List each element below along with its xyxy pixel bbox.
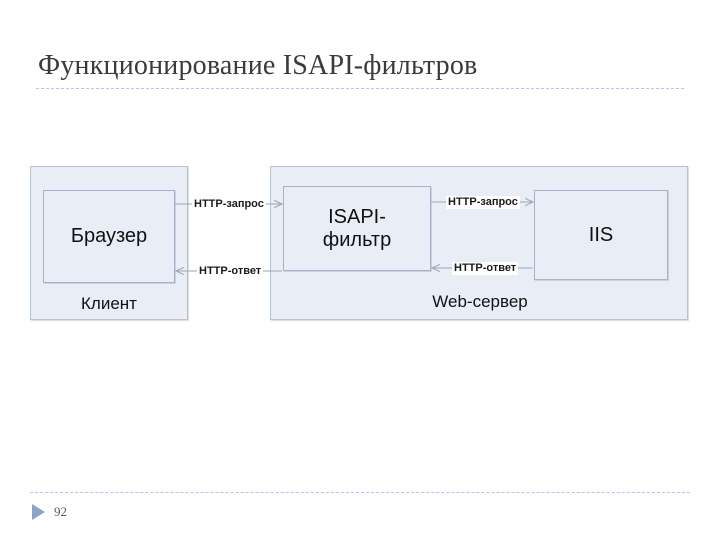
node-browser-label: Браузер: [70, 225, 148, 248]
group-web-server-label: Web-сервер: [432, 292, 528, 311]
footer-divider: [30, 492, 690, 493]
node-iis[interactable]: IIS: [534, 190, 668, 280]
connector-label-resp-left: HTTP-ответ: [197, 265, 264, 278]
page-title: Функционирование ISAPI-фильтров: [38, 50, 478, 81]
connector-label-req-left: HTTP-запрос: [192, 198, 266, 211]
node-isapi-filter[interactable]: ISAPI- фильтр: [283, 186, 431, 271]
node-iis-label: IIS: [588, 223, 614, 246]
node-isapi-filter-label: ISAPI- фильтр: [322, 206, 392, 251]
triangle-right-icon: [32, 504, 45, 520]
connector-label-req-right: HTTP-запрос: [446, 196, 520, 209]
group-client-label: Клиент: [81, 294, 137, 313]
title-divider: [36, 88, 684, 89]
connector-label-resp-right: HTTP-ответ: [452, 262, 519, 275]
node-browser[interactable]: Браузер: [43, 190, 175, 283]
page-number: 92: [54, 504, 67, 519]
